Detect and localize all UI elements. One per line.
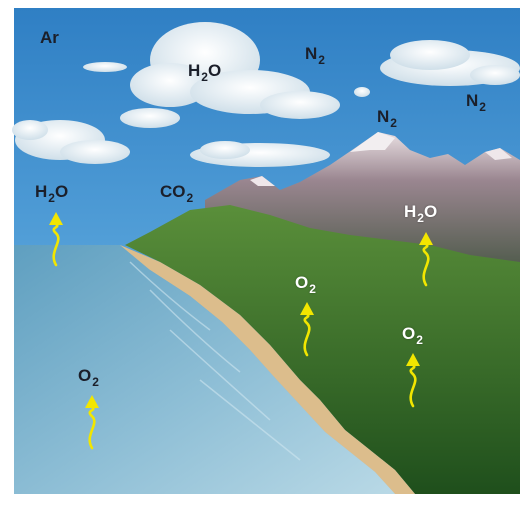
ocean [14, 245, 395, 494]
label-n2-mountain: N2 [377, 107, 397, 130]
label-h2o-mountain: H2O [404, 202, 438, 225]
label-h2o-cloud: H2O [188, 61, 222, 84]
arrows [49, 212, 433, 450]
forest [125, 205, 520, 494]
arrow-h2o-ocean-icon [49, 212, 63, 267]
label-ar: Ar [40, 28, 59, 47]
label-o2-forest-right: O2 [402, 324, 423, 347]
arrow-o2-forest-right-icon [406, 353, 420, 408]
arrow-h2o-mountain-icon [419, 232, 433, 287]
beach [120, 245, 415, 494]
arrow-o2-forest-left-icon [300, 302, 314, 357]
label-n2-right: N2 [466, 91, 486, 114]
label-h2o-ocean: H2O [35, 182, 69, 205]
label-co2: CO2 [160, 182, 194, 205]
label-o2-ocean: O2 [78, 366, 99, 389]
arrow-o2-ocean-icon [85, 395, 99, 450]
label-o2-forest-left: O2 [295, 273, 316, 296]
ocean-waves [129, 261, 301, 461]
label-n2-sky-top: N2 [305, 44, 325, 67]
clouds [12, 22, 520, 167]
